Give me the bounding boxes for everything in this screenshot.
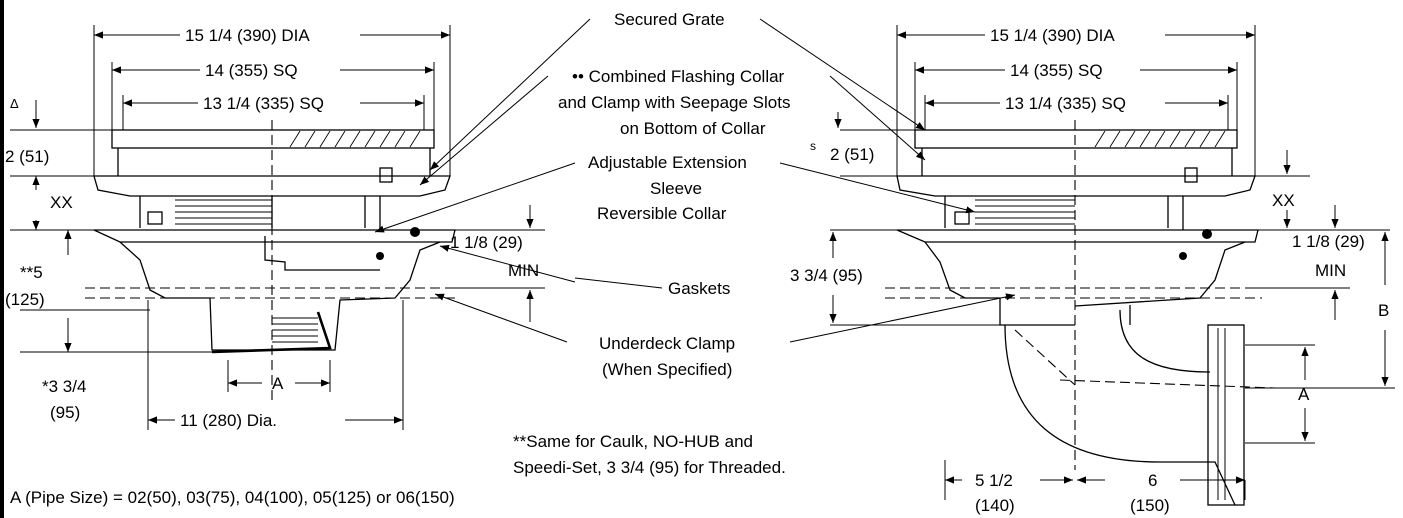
flashing-label-3: on Bottom of Collar — [620, 119, 766, 138]
left-d5b-label: (125) — [5, 290, 45, 309]
left-sq14-label: 14 (355) SQ — [205, 61, 298, 80]
left-delta-label: Δ — [10, 96, 19, 111]
right-d118-label: 1 1/8 (29) — [1292, 232, 1365, 251]
note-same-1: **Same for Caulk, NO-HUB and — [513, 432, 753, 451]
left-dia-label: 15 1/4 (390) DIA — [185, 26, 310, 45]
underdeck-label-1: Underdeck Clamp — [599, 334, 735, 353]
reversible-collar-label: Reversible Collar — [597, 204, 727, 223]
left-sq13-label: 13 1/4 (335) SQ — [203, 94, 324, 113]
right-xx-label: XX — [1272, 191, 1295, 210]
left-d334b-label: (95) — [50, 403, 80, 422]
left-min-label: MIN — [508, 261, 539, 280]
callout-labels: Secured Grate •• Combined Flashing Colla… — [558, 10, 790, 379]
gaskets-label: Gaskets — [668, 279, 730, 298]
left-a-label: A — [272, 374, 284, 393]
right-d334-label: 3 3/4 (95) — [790, 266, 863, 285]
left-dia11-label: 11 (280) Dia. — [180, 411, 277, 430]
flashing-label-2: and Clamp with Seepage Slots — [558, 93, 790, 112]
left-d118-label: 1 1/8 (29) — [450, 233, 523, 252]
left-d334a-label: *3 3/4 — [42, 377, 86, 396]
right-sq13-label: 13 1/4 (335) SQ — [1005, 94, 1126, 113]
right-min-label: MIN — [1315, 261, 1346, 280]
left-drain-body — [85, 120, 460, 400]
right-s-label: s — [810, 139, 816, 153]
left-d5a-label: **5 — [20, 263, 43, 282]
extension-label-2: Sleeve — [650, 179, 702, 198]
note-pipe-size: A (Pipe Size) = 02(50), 03(75), 04(100),… — [10, 488, 455, 507]
left-labels: 15 1/4 (390) DIA 14 (355) SQ 13 1/4 (335… — [5, 26, 539, 430]
right-sq14-label: 14 (355) SQ — [1010, 61, 1103, 80]
right-labels: 15 1/4 (390) DIA 14 (355) SQ 13 1/4 (335… — [790, 26, 1389, 515]
underdeck-label-2: (When Specified) — [602, 360, 732, 379]
note-same-2: Speedi-Set, 3 3/4 (95) for Threaded. — [513, 458, 786, 477]
right-d6b-label: (150) — [1130, 496, 1170, 515]
right-d512b-label: (140) — [975, 496, 1015, 515]
right-dimensions — [829, 25, 1395, 500]
left-xx-label: XX — [50, 193, 73, 212]
right-b-label: B — [1378, 301, 1389, 320]
right-dia-label: 15 1/4 (390) DIA — [990, 26, 1115, 45]
notes: **Same for Caulk, NO-HUB and Speedi-Set,… — [10, 432, 786, 507]
right-a-label: A — [1298, 385, 1310, 404]
right-d2-label: 2 (51) — [830, 145, 874, 164]
left-dimensions — [10, 25, 545, 430]
flashing-label-1: •• Combined Flashing Collar — [572, 67, 785, 86]
left-edge-bar — [0, 0, 4, 518]
extension-label-1: Adjustable Extension — [588, 153, 747, 172]
right-d512a-label: 5 1/2 — [975, 471, 1013, 490]
secured-grate-label: Secured Grate — [614, 10, 725, 29]
right-drain-body — [885, 120, 1276, 506]
right-d6a-label: 6 — [1148, 471, 1157, 490]
left-d2-label: 2 (51) — [5, 147, 49, 166]
